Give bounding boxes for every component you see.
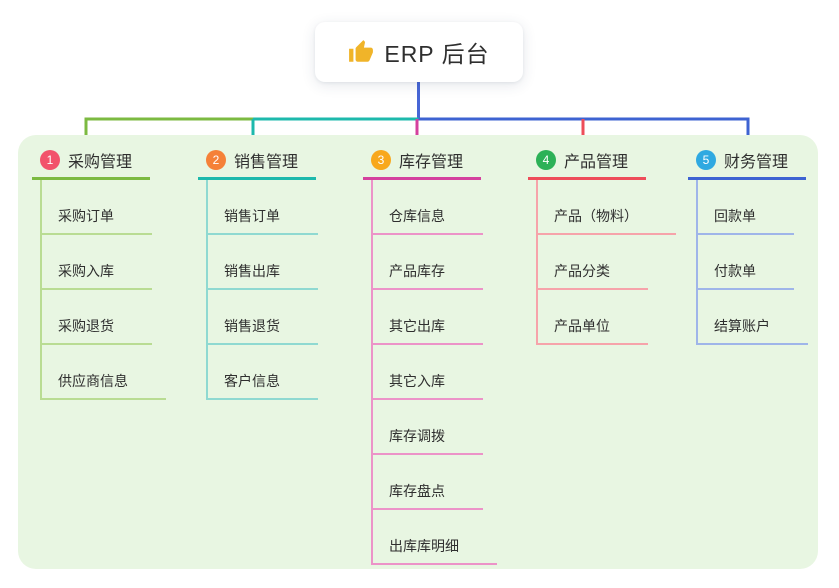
tree-node[interactable]: 其它出库 (371, 290, 483, 345)
tree-node-label: 仓库信息 (389, 208, 445, 224)
tree-connector-line (40, 180, 42, 400)
tree-node[interactable]: 库存调拨 (371, 400, 483, 455)
branch-title-label: 财务管理 (724, 153, 789, 171)
branch-title[interactable]: 4 产品管理 (528, 144, 646, 180)
tree-node[interactable]: 客户信息 (206, 345, 318, 400)
branch-title-label: 库存管理 (399, 153, 464, 171)
tree-node[interactable]: 仓库信息 (371, 180, 483, 235)
tree-node-label: 供应商信息 (58, 373, 128, 389)
tree-node[interactable]: 销售订单 (206, 180, 318, 235)
tree-connector-line (371, 180, 373, 565)
tree-node-label: 出库库明细 (389, 538, 459, 554)
tree-node[interactable]: 其它入库 (371, 345, 483, 400)
tree-node-label: 回款单 (714, 208, 756, 224)
tree-node[interactable]: 结算账户 (696, 290, 808, 345)
tree-node-label: 采购退货 (58, 318, 114, 334)
tree-node[interactable]: 产品单位 (536, 290, 648, 345)
branch-title[interactable]: 3 库存管理 (363, 144, 481, 180)
tree-node[interactable]: 采购退货 (40, 290, 152, 345)
tree-node-label: 采购订单 (58, 208, 114, 224)
tree-node-label: 产品库存 (389, 263, 445, 279)
tree-connector-line (696, 180, 698, 345)
branch-3: 3 库存管理 仓库信息产品库存其它出库其它入库库存调拨库存盘点出库库明细 (363, 144, 497, 565)
branch-title[interactable]: 2 销售管理 (198, 144, 316, 180)
branch-items: 采购订单采购入库采购退货供应商信息 (32, 180, 166, 400)
tree-node-label: 客户信息 (224, 373, 280, 389)
branch-number-badge: 2 (206, 149, 226, 170)
tree-node[interactable]: 回款单 (696, 180, 794, 235)
branch-title-label: 销售管理 (234, 153, 299, 171)
tree-node[interactable]: 产品分类 (536, 235, 648, 290)
tree-connector-line (206, 180, 208, 400)
branch-number-badge: 3 (371, 149, 391, 170)
root-node[interactable]: ERP 后台 (315, 22, 523, 82)
tree-node[interactable]: 付款单 (696, 235, 794, 290)
tree-node[interactable]: 供应商信息 (40, 345, 166, 400)
mindmap-panel (18, 135, 818, 569)
branch-title[interactable]: 5 财务管理 (688, 144, 806, 180)
branch-items: 销售订单销售出库销售退货客户信息 (198, 180, 318, 400)
branch-2: 2 销售管理 销售订单销售出库销售退货客户信息 (198, 144, 318, 400)
branch-items: 回款单付款单结算账户 (688, 180, 808, 345)
branch-5: 5 财务管理 回款单付款单结算账户 (688, 144, 808, 345)
tree-node[interactable]: 采购订单 (40, 180, 152, 235)
tree-node-label: 销售订单 (224, 208, 280, 224)
branch-title-label: 采购管理 (68, 153, 133, 171)
tree-node-label: 付款单 (714, 263, 756, 279)
tree-node-label: 结算账户 (714, 318, 770, 334)
root-node-label: ERP 后台 (384, 41, 490, 67)
tree-node[interactable]: 出库库明细 (371, 510, 497, 565)
branch-items: 仓库信息产品库存其它出库其它入库库存调拨库存盘点出库库明细 (363, 180, 497, 565)
tree-node[interactable]: 库存盘点 (371, 455, 483, 510)
tree-node-label: 其它出库 (389, 318, 445, 334)
tree-node-label: 产品（物料） (554, 208, 638, 224)
tree-node-label: 库存盘点 (389, 483, 445, 499)
branch-number-badge: 5 (696, 149, 716, 170)
tree-node[interactable]: 销售退货 (206, 290, 318, 345)
tree-node-label: 产品单位 (554, 318, 610, 334)
tree-node-label: 销售退货 (224, 318, 280, 334)
tree-node-label: 库存调拨 (389, 428, 445, 444)
tree-node-label: 其它入库 (389, 373, 445, 389)
branch-1: 1 采购管理 采购订单采购入库采购退货供应商信息 (32, 144, 166, 400)
tree-node[interactable]: 产品（物料） (536, 180, 676, 235)
branch-number-badge: 1 (40, 149, 60, 170)
branch-4: 4 产品管理 产品（物料） 产品分类产品单位 (528, 144, 676, 345)
tree-node[interactable]: 销售出库 (206, 235, 318, 290)
branch-title[interactable]: 1 采购管理 (32, 144, 150, 180)
branch-items: 产品（物料） 产品分类产品单位 (528, 180, 676, 345)
tree-connector-line (536, 180, 538, 345)
branch-number-badge: 4 (536, 149, 556, 170)
tree-node-label: 产品分类 (554, 263, 610, 279)
tree-node-label: 采购入库 (58, 263, 114, 279)
tree-node-label: 销售出库 (224, 263, 280, 279)
tree-node[interactable]: 产品库存 (371, 235, 483, 290)
tree-node[interactable]: 采购入库 (40, 235, 152, 290)
thumbs-up-icon (349, 40, 374, 62)
branch-title-label: 产品管理 (564, 153, 629, 171)
